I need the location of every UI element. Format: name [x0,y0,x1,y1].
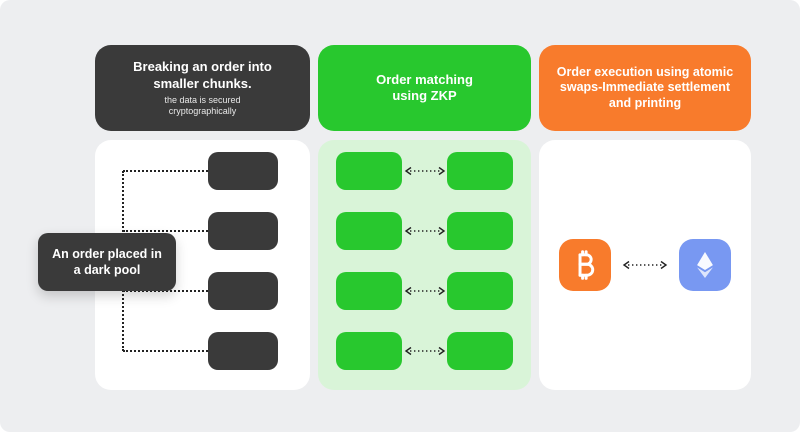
double-arrow-icon [404,166,445,176]
double-arrow-icon [404,226,445,236]
double-arrow-icon [404,286,445,296]
header-order-execution: Order execution using atomic swaps-Immed… [539,45,751,131]
panel-order-execution [539,140,751,390]
order-chunk-list [208,152,278,370]
matched-order-block [447,272,513,310]
matched-pair-row [336,212,513,250]
matched-order-block [336,212,402,250]
header-order-matching-title: Order matching using ZKP [376,71,473,103]
panel-order-chunks: An order placed in a dark pool [38,140,310,390]
matched-order-block [447,332,513,370]
matched-pair-row [336,272,513,310]
header-breaking-order-title: Breaking an order into smaller chunks. [133,59,272,91]
order-chunk-block [208,332,278,370]
order-chunk-block [208,152,278,190]
bitcoin-icon [559,239,611,291]
ethereum-icon [679,239,731,291]
double-arrow-icon [622,260,668,270]
connector-line [123,230,208,232]
order-chunk-block [208,212,278,250]
header-order-matching: Order matching using ZKP [318,45,531,131]
matched-order-block [336,152,402,190]
order-label: An order placed in a dark pool [38,233,176,291]
matched-order-block [336,332,402,370]
matched-pair-row [336,152,513,190]
connector-line [123,350,208,352]
header-order-execution-title: Order execution using atomic swaps-Immed… [556,64,734,110]
matched-order-block [447,152,513,190]
matched-order-block [447,212,513,250]
order-label-text: An order placed in a dark pool [52,246,162,277]
order-chunk-block [208,272,278,310]
matched-order-block [336,272,402,310]
header-breaking-order: Breaking an order into smaller chunks. t… [95,45,310,131]
connector-line [123,170,208,172]
matched-pair-row [336,332,513,370]
panel-order-matching [318,140,531,390]
connector-horizontal-lines [123,170,208,352]
connector-line [123,290,208,292]
header-breaking-order-subtitle: the data is secured cryptographically [164,94,241,116]
matched-pair-list [336,152,513,370]
double-arrow-icon [404,346,445,356]
